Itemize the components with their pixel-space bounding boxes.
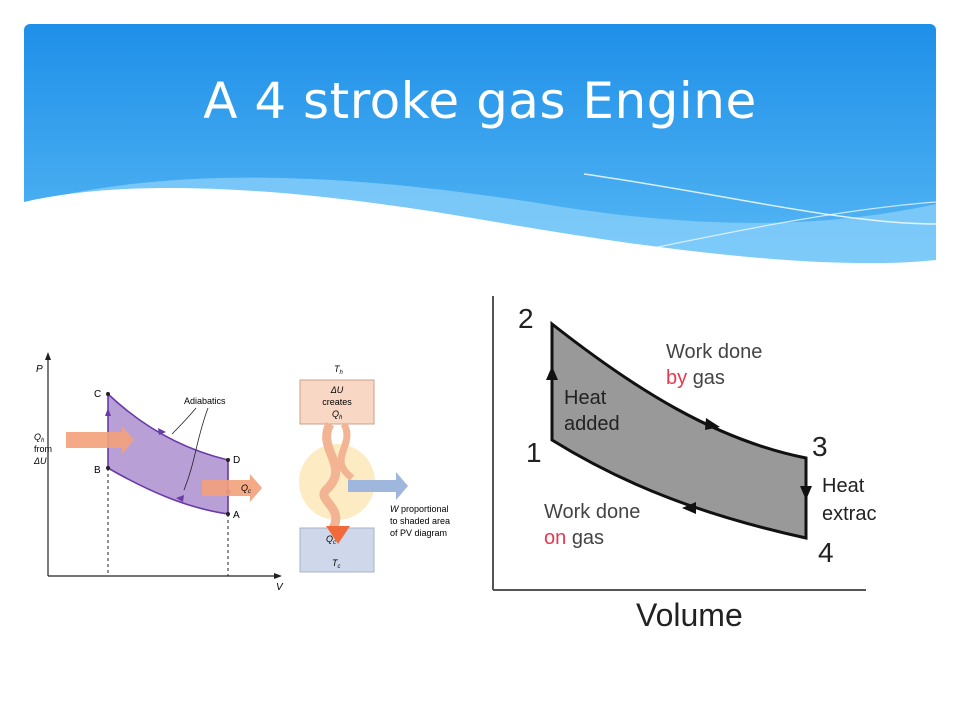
label-th: Th bbox=[334, 364, 344, 376]
axis-label-p: P bbox=[36, 364, 43, 375]
label-tc: Tc bbox=[332, 558, 341, 570]
label-creates: creates bbox=[322, 397, 352, 407]
label-delta-u: ΔU bbox=[33, 456, 47, 466]
label-point-1: 1 bbox=[526, 437, 542, 468]
heat-flow-stream-2 bbox=[337, 422, 355, 481]
label-qh: Qh bbox=[34, 432, 45, 444]
slide-title: A 4 stroke gas Engine bbox=[203, 72, 757, 130]
point-c-dot bbox=[106, 392, 110, 396]
label-work-on-2: on gas bbox=[544, 527, 604, 549]
axis-label-volume: Volume bbox=[636, 597, 743, 633]
label-work-line1: W proportional bbox=[390, 504, 449, 514]
label-engine-qc: Qc bbox=[326, 534, 336, 546]
point-a-dot bbox=[226, 512, 230, 516]
arrow-up-icon bbox=[105, 408, 111, 416]
banner-wave-line bbox=[583, 173, 936, 225]
label-from: from bbox=[34, 444, 52, 454]
heat-out-arrow-icon bbox=[202, 474, 262, 502]
label-point-a: A bbox=[233, 510, 240, 521]
volume-cycle-figure: 2 1 3 4 Heat added Work done by gas Work… bbox=[492, 296, 876, 633]
label-adiabatics: Adiabatics bbox=[184, 396, 226, 406]
label-work-line2: to shaded area bbox=[390, 516, 450, 526]
pv-cycle-figure: P V C B D A Adiabatics Qh from ΔU Qc Th … bbox=[33, 352, 450, 593]
axis-label-v: V bbox=[276, 582, 284, 593]
arrow-up-icon bbox=[546, 366, 558, 380]
label-work-by-1: Work done bbox=[666, 341, 762, 363]
heat-in-arrow-icon bbox=[66, 426, 134, 454]
label-engine-du: ΔU bbox=[330, 385, 344, 395]
label-point-d: D bbox=[233, 455, 240, 466]
hot-reservoir-box bbox=[299, 379, 375, 425]
label-heat-added-1: Heat bbox=[564, 387, 607, 409]
point-d-dot bbox=[226, 458, 230, 462]
label-heat-extracted-2: extrac bbox=[822, 503, 876, 525]
heat-to-cold-arrow-icon bbox=[326, 526, 350, 544]
heat-flow-stream bbox=[319, 421, 341, 533]
work-output-arrow-icon bbox=[348, 472, 408, 500]
adiabatic-leader-1 bbox=[171, 407, 197, 435]
label-qc: Qc bbox=[241, 483, 251, 495]
label-work-line3: of PV diagram bbox=[390, 528, 447, 538]
arrow-down-icon bbox=[800, 486, 812, 500]
label-point-3: 3 bbox=[812, 431, 828, 462]
arrow-right-icon bbox=[158, 428, 166, 435]
arrow-left-icon bbox=[682, 502, 696, 514]
label-heat-added-2: added bbox=[564, 413, 620, 435]
banner-wave-line-2 bbox=[623, 201, 936, 255]
arrow-left-icon bbox=[176, 495, 184, 502]
label-point-4: 4 bbox=[818, 537, 834, 568]
p-axis-arrow-icon bbox=[45, 352, 51, 360]
label-point-c: C bbox=[94, 389, 101, 400]
label-work-on-1: Work done bbox=[544, 501, 640, 523]
banner-background bbox=[24, 24, 936, 294]
label-work-by-2: by gas bbox=[666, 367, 725, 389]
banner-wave-white bbox=[24, 187, 936, 294]
label-point-b: B bbox=[94, 465, 101, 476]
adiabatic-leader-2 bbox=[183, 407, 209, 491]
label-heat-extracted-1: Heat bbox=[822, 475, 865, 497]
header-banner bbox=[24, 24, 936, 294]
v-axis-arrow-icon bbox=[274, 573, 282, 579]
arrow-right-icon bbox=[705, 418, 720, 430]
point-b-dot bbox=[106, 466, 110, 470]
label-engine-qh: Qh bbox=[332, 409, 343, 421]
label-point-2: 2 bbox=[518, 303, 534, 334]
